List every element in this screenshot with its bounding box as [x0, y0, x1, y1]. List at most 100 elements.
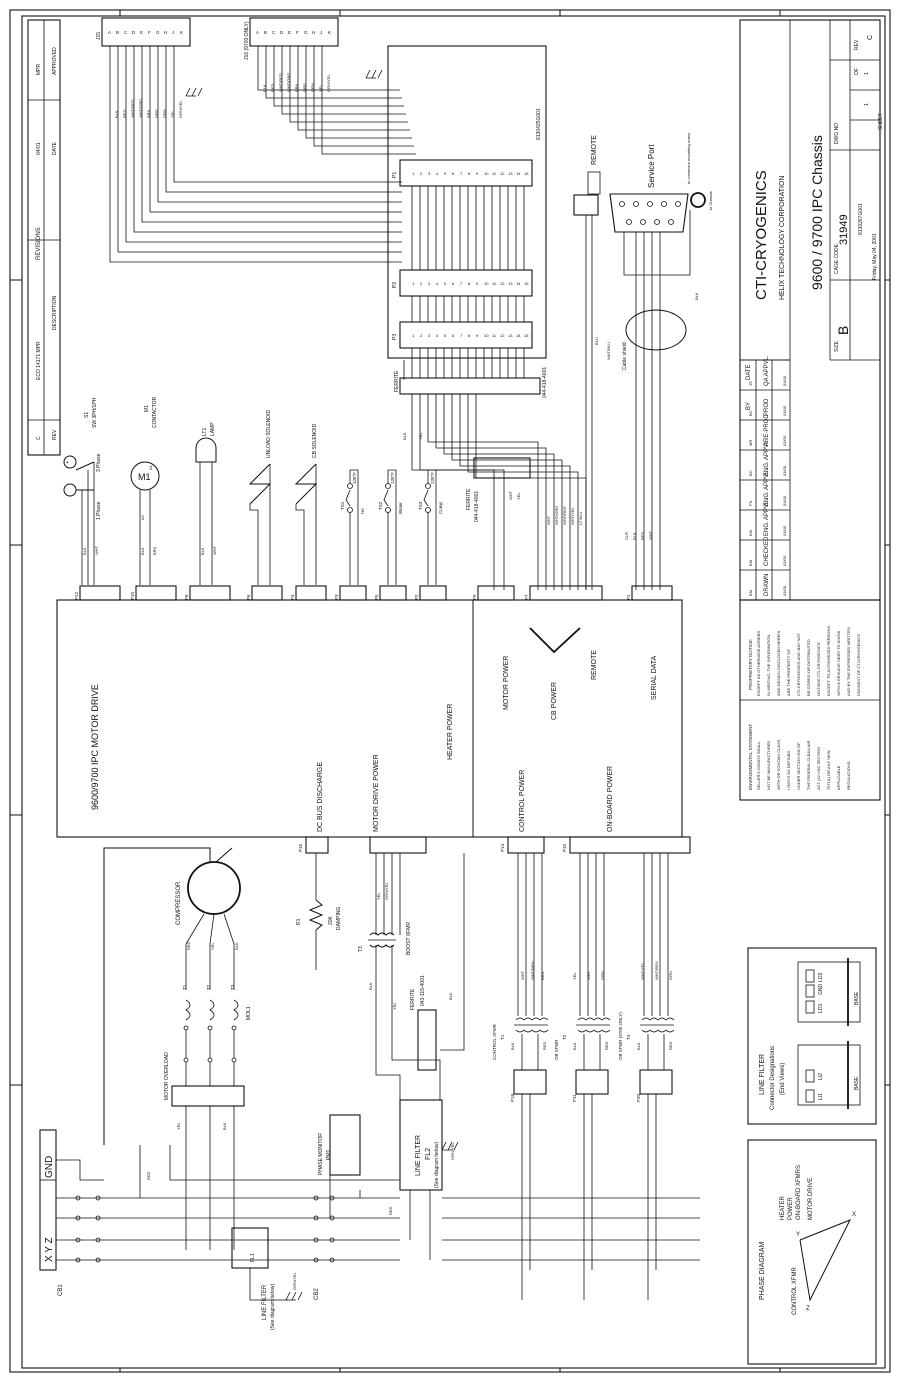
wire [223, 913, 235, 990]
xfmr-plug [575, 1069, 609, 1095]
pin-number: 8 [468, 281, 471, 286]
lamp-lt1: LT1 LAMP [195, 422, 217, 463]
pin-number: 13 [508, 281, 513, 286]
pin-number: 3 [428, 281, 431, 286]
breaker-terminal [313, 1215, 319, 1221]
p20-label: P20 [636, 1093, 641, 1102]
m1-ref: M1 [144, 405, 150, 412]
j15-wire-color: BRN [146, 109, 151, 118]
j15-wire-color: WHT/ORG [138, 99, 143, 118]
filter-end-view-inputs [797, 1044, 861, 1106]
xfmr-plug [639, 1069, 673, 1095]
j15-wire-color: WHT/RED [130, 99, 135, 118]
terminal [207, 1057, 213, 1063]
contactor-m1: M1 M1 CONTACTOR [130, 396, 160, 491]
pin-number: 11 [492, 333, 497, 338]
rev-row-rev: C [36, 436, 42, 440]
pin-number: 12 [500, 333, 505, 338]
xfmr-winding [577, 1017, 611, 1021]
approval-role: PROD [764, 398, 770, 416]
wire [475, 394, 587, 590]
wire [169, 1145, 400, 1181]
plug-label: P10 [130, 591, 135, 600]
wire-color: LT BLU [578, 512, 583, 525]
pin-number: 14 [516, 333, 521, 338]
pin-number: 10 [484, 333, 489, 338]
breaker-terminal [75, 1257, 81, 1263]
wire [443, 394, 555, 590]
rev-col-approved: APPROVED [52, 47, 58, 75]
proprietary-line: CONSENT OF CTI-CRYOGENICS [856, 634, 861, 696]
pin-number: 8 [468, 333, 471, 338]
s1-label: S1 [84, 412, 90, 418]
ground-symbol [365, 69, 383, 79]
company-name: CTI-CRYOGENICS [753, 170, 770, 300]
p3-connector [399, 321, 533, 349]
p18-label: P18 [510, 1093, 515, 1102]
ts1-medium: He [360, 508, 365, 514]
wire [265, 46, 402, 99]
wire-color: BLK [448, 992, 453, 1000]
xfmr-ref: T1 [500, 1034, 505, 1040]
wire-color: BLK [200, 547, 205, 555]
approval-date: 01/00 [782, 405, 787, 416]
phase-diagram-title: PHASE DIAGRAM [759, 1241, 766, 1300]
sheet-value: 1 [864, 103, 870, 106]
mounting-screw-label: to connector mounting screw [686, 133, 691, 184]
pin-letter: A [108, 30, 111, 35]
breaker-terminal [95, 1237, 101, 1243]
fl1-title: LINE FILTER [262, 1284, 268, 1320]
breaker-terminal [313, 1195, 319, 1201]
wire [435, 394, 547, 590]
pin-number: 14 [516, 171, 521, 176]
j15-wire-color: RED [122, 109, 127, 118]
proprietary-line: OUTSIDE CTI-CRYOGENICS [816, 642, 821, 696]
p15-label: P15 [562, 843, 567, 852]
pin-letter: G [156, 30, 160, 35]
p3-label: P3 [392, 334, 398, 340]
plug-p6 [251, 585, 283, 601]
plug-label: P3 [334, 594, 339, 600]
remote-connector: REMOTE [573, 135, 601, 216]
plug-label: P8 [184, 594, 189, 600]
pin-number: 7 [460, 281, 463, 286]
wire-color: YEL [516, 492, 521, 500]
cage-code-label: CAGE CODE [834, 243, 840, 274]
service-port-label: Service Port [647, 144, 656, 188]
of-label: OF [854, 68, 860, 75]
fl2-label: FL2 [425, 1148, 432, 1160]
t3-ct-label: T3 [230, 984, 235, 990]
wire [295, 504, 305, 585]
breaker-terminal [95, 1215, 101, 1221]
approvals-by-label: BY [746, 402, 752, 410]
j15-wire-color: ORG [154, 109, 159, 118]
pin-letter: D [132, 30, 136, 35]
environmental-line: UNDER SECTION 602 OF [796, 742, 801, 790]
approval-role: QA APPVL. [764, 355, 770, 386]
breaker-terminal [75, 1215, 81, 1221]
wire-color: BLK [632, 532, 637, 540]
approval-by: JS [748, 381, 753, 386]
wire [157, 46, 402, 203]
p16-label: P16 [298, 843, 303, 852]
plug-p9 [477, 585, 515, 601]
terminal [207, 1025, 213, 1031]
pin-letter: G [304, 30, 308, 35]
wire [349, 469, 359, 585]
pin-letter: F [148, 30, 151, 35]
plug-label: P9 [472, 594, 477, 600]
plug-label: P4 [290, 594, 295, 600]
legend-end-views: (End Views) [780, 1063, 786, 1095]
breaker-terminal [75, 1237, 81, 1243]
plug-label: P12 [74, 591, 79, 600]
revisions-header: REVISIONS [36, 227, 42, 260]
j15-wire-color: GRN [162, 109, 167, 118]
dwg-no-label: DWG NO [834, 123, 840, 144]
pin-number: 2 [420, 333, 423, 338]
line-filter-legend: LINE FILTER Connector Designations (End … [747, 947, 877, 1125]
